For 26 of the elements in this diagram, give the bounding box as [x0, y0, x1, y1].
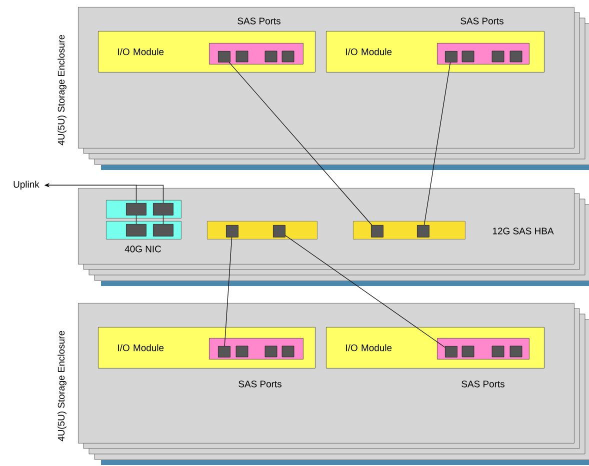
uplink-label: Uplink — [14, 180, 40, 190]
connector-line — [228, 62, 372, 226]
port-label: SAS Ports — [460, 18, 504, 24]
connector-line — [285, 235, 446, 348]
sas-port — [153, 203, 174, 216]
connector-line — [224, 237, 232, 346]
sas-port — [445, 51, 458, 62]
sas-port — [126, 203, 146, 216]
enclosure-label: 4U(5U) Storage Enclosure — [58, 330, 66, 442]
sas-port — [445, 346, 458, 358]
port-label: SAS Ports — [462, 380, 504, 388]
port-label: SAS Ports — [238, 18, 280, 24]
sas-port — [417, 225, 430, 238]
sas-port — [371, 225, 384, 238]
card-caption: 40G NIC — [124, 246, 162, 252]
sas-port — [126, 224, 146, 236]
sas-port — [153, 224, 174, 236]
sas-port — [218, 51, 230, 62]
card-caption: 12G SAS HBA — [492, 228, 554, 234]
sas-port — [273, 225, 286, 238]
sas-port — [218, 346, 230, 358]
port-label: SAS Ports — [238, 380, 282, 388]
connector-line — [162, 215, 164, 224]
sas-port — [226, 225, 238, 238]
enclosure-label: 4U(5U) Storage Enclosure — [58, 34, 66, 146]
connector-line — [424, 62, 451, 226]
